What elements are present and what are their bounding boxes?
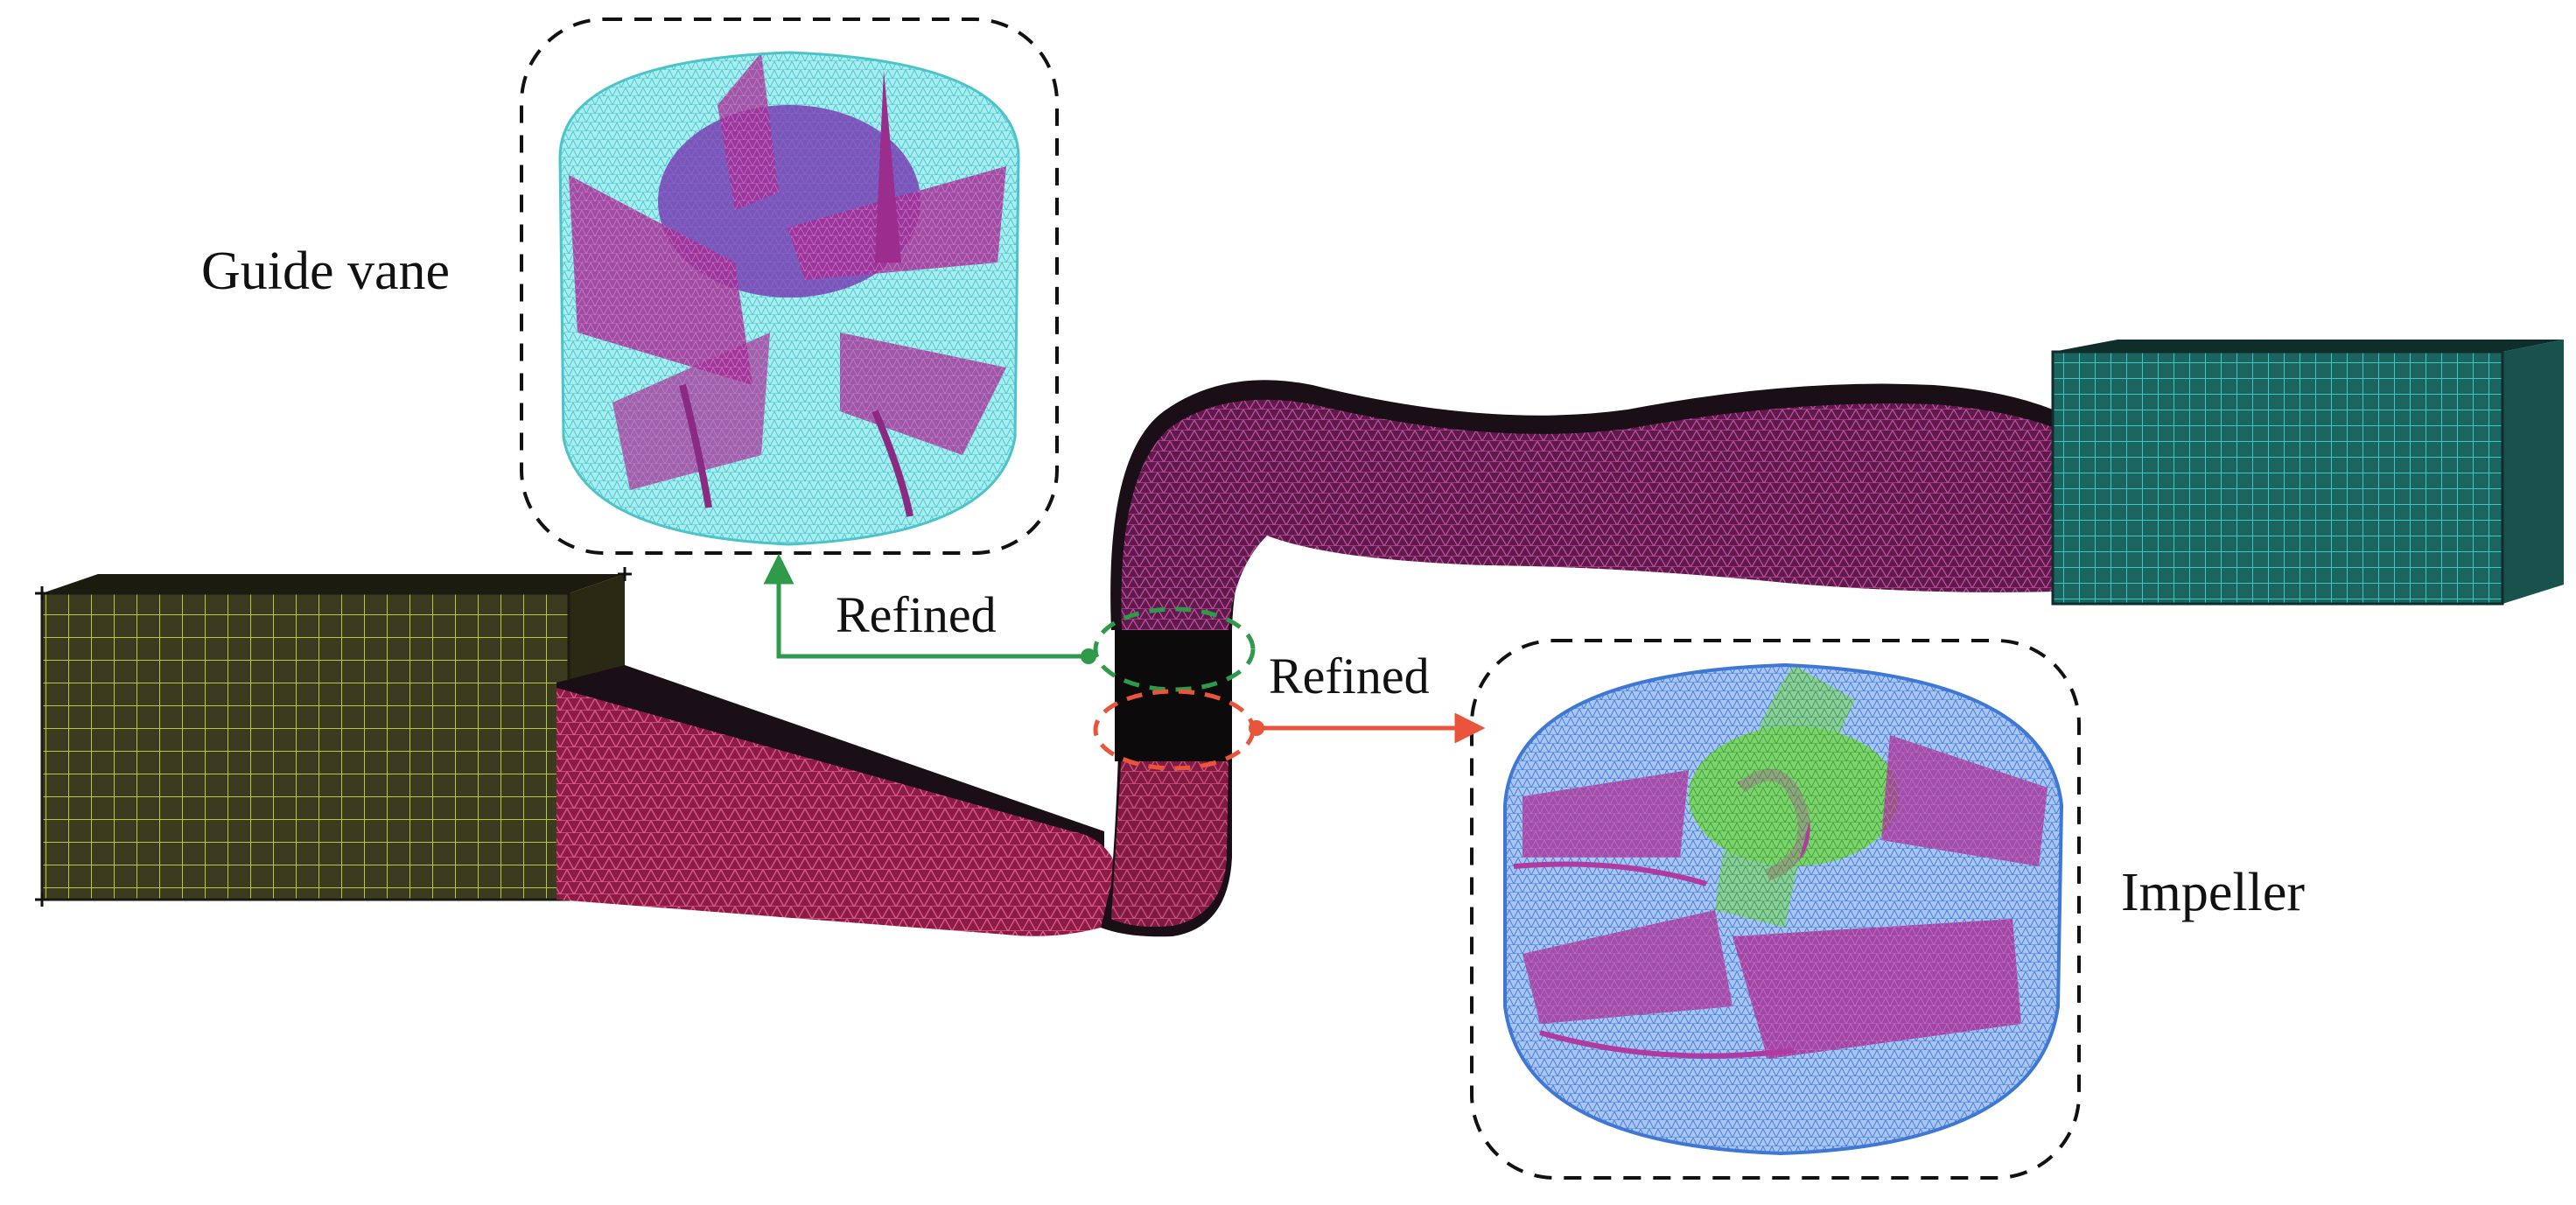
refined-impeller-marker: Refined [1093,648,1486,771]
impeller-label: Impeller [2121,863,2305,922]
impeller-dashed-frame [1470,639,2081,1180]
guide-vane-callout: Guide vane [201,18,1059,555]
refined-guide-vane-marker: Refined [763,553,1256,692]
inlet-pipe-mesh [556,665,1122,936]
impeller-callout: Impeller [1470,639,2305,1180]
guide-vane-arrow [763,553,1088,659]
guide-vane-refined-ring [1093,606,1256,692]
outlet-pipe-mesh [1110,380,2053,630]
refined-label-guide-vane: Refined [836,586,997,643]
refined-label-impeller: Refined [1269,648,1430,704]
inlet-box-mesh [35,567,632,907]
impeller-mesh [1503,662,2064,1156]
outlet-box-mesh [2051,340,2564,606]
guide-vane-label: Guide vane [201,242,450,301]
bend-section [1101,613,1232,937]
guide-vane-dashed-frame [520,18,1059,555]
guide-vane-mesh [558,51,1020,546]
